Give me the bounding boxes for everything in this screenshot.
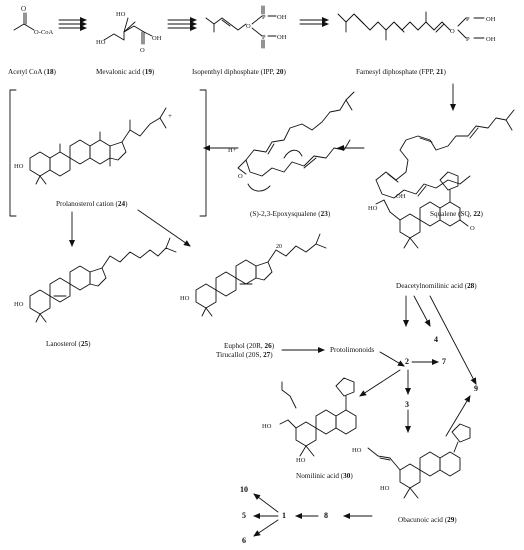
ipp-p1: P bbox=[262, 14, 266, 21]
obacunoic-ho-2: HO bbox=[380, 485, 390, 492]
deacetyl-oh: OH bbox=[396, 193, 406, 200]
compound-num-6: 6 bbox=[242, 536, 246, 545]
label-nomilinic: Nomilinic acid (30) bbox=[296, 472, 353, 480]
euphol-ho: HO bbox=[180, 295, 190, 302]
ipp-oh1: OH bbox=[277, 14, 287, 21]
squalene-structure bbox=[375, 109, 515, 199]
arrow-28-4 bbox=[413, 295, 431, 327]
label-fpp: Farnesyl diphosphate (FPP, 21) bbox=[356, 68, 446, 76]
bracket-right bbox=[199, 89, 207, 217]
label-protolimonoids: Protolimonoids bbox=[330, 346, 375, 354]
lanosterol-structure bbox=[29, 237, 177, 323]
label-mevalonic-acid: Mevalonic acid (19) bbox=[96, 68, 155, 76]
arrow-proto-2 bbox=[379, 351, 405, 367]
label-acetyl-coa: Acetyl CoA (18) bbox=[8, 68, 56, 76]
arrow-28-9 bbox=[429, 295, 477, 385]
nomilinic-ho: HO bbox=[262, 423, 272, 430]
mevalonic-oh: OH bbox=[152, 35, 162, 42]
compound-num-3: 3 bbox=[405, 400, 409, 409]
mevalonic-acid-structure bbox=[103, 17, 153, 45]
arrow-24-26 bbox=[137, 209, 191, 247]
compound-num-7: 7 bbox=[442, 357, 446, 366]
ipp-structure bbox=[205, 5, 277, 49]
prolanosterol-ho: HO bbox=[14, 163, 24, 170]
compound-num-1: 1 bbox=[282, 511, 286, 520]
nomilinic-ho-2: HO bbox=[296, 457, 306, 464]
obacunoic-ho: HO bbox=[352, 447, 362, 454]
h-plus: H+ bbox=[228, 147, 237, 154]
bracket-left bbox=[9, 89, 17, 217]
deacetyl-ho: HO bbox=[368, 205, 378, 212]
compound-num-2: 2 bbox=[405, 357, 409, 366]
ipp-p2: P bbox=[262, 34, 266, 41]
compound-num-5: 5 bbox=[242, 511, 246, 520]
fpp-structure bbox=[337, 11, 485, 41]
mevalonic-o: O bbox=[140, 47, 145, 54]
mevalonic-ho: HO bbox=[116, 11, 126, 18]
cation-plus: + bbox=[168, 112, 172, 120]
fpp-p1: P bbox=[466, 16, 470, 23]
fpp-p2: P bbox=[466, 36, 470, 43]
acetyl-carbonyl-o: O bbox=[21, 5, 26, 13]
acetyl-coa-structure bbox=[13, 12, 35, 31]
deacetyl-o: O bbox=[470, 225, 475, 232]
compound-num-4: 4 bbox=[434, 335, 438, 344]
obacunoic-structure bbox=[367, 423, 471, 499]
ipp-oh2: OH bbox=[277, 34, 287, 41]
c20-label: 20 bbox=[276, 244, 282, 250]
arrow-20-21 bbox=[299, 17, 329, 27]
label-obacunoic: Obacunoic acid (29) bbox=[398, 516, 457, 524]
label-prolanosterol: Prolanosterol cation (24) bbox=[56, 200, 128, 208]
label-ipp: Isopenthyl diphosphate (IPP, 20) bbox=[192, 68, 286, 76]
nomilinic-structure bbox=[279, 377, 357, 457]
deacetylnomilinic-structure bbox=[375, 171, 469, 249]
arrow-2-30 bbox=[359, 369, 401, 397]
label-deacetylnomilinic: Deacetylnomilinic acid (28) bbox=[396, 282, 477, 290]
lanosterol-ho: HO bbox=[14, 301, 24, 308]
label-euphol: Euphol (20R, 26) bbox=[224, 342, 275, 350]
prolanosterol-structure bbox=[29, 107, 167, 185]
acetyl-coa-o-coa: O-CoA bbox=[34, 29, 53, 36]
label-squalene: Squalene (SQ, 22) bbox=[430, 210, 483, 218]
compound-num-8: 8 bbox=[324, 511, 328, 520]
arrow-1-6 bbox=[253, 519, 279, 537]
ipp-o: O bbox=[246, 23, 251, 30]
arrow-1-10 bbox=[253, 493, 279, 513]
fpp-oh1: OH bbox=[486, 16, 496, 23]
fpp-o: O bbox=[450, 28, 455, 35]
label-lanosterol: Lanosterol (25) bbox=[46, 340, 91, 348]
mevalonic-ho-2: HO bbox=[96, 39, 106, 46]
label-epoxysqualene: (S)-2,3-Epoxysqualene (23) bbox=[250, 210, 331, 218]
compound-num-10: 10 bbox=[240, 485, 248, 494]
label-tirucallol: Tirucallol (20S, 27) bbox=[216, 351, 273, 359]
euphol-structure bbox=[195, 233, 327, 317]
compound-num-9: 9 bbox=[474, 384, 478, 393]
arrow-19-20 bbox=[167, 17, 197, 31]
fpp-oh2: OH bbox=[486, 36, 496, 43]
epoxysqualene-structure bbox=[237, 91, 355, 192]
epoxide-o: O bbox=[238, 173, 243, 180]
arrow-18-19 bbox=[58, 17, 87, 31]
arrow-29-9 bbox=[445, 395, 471, 437]
